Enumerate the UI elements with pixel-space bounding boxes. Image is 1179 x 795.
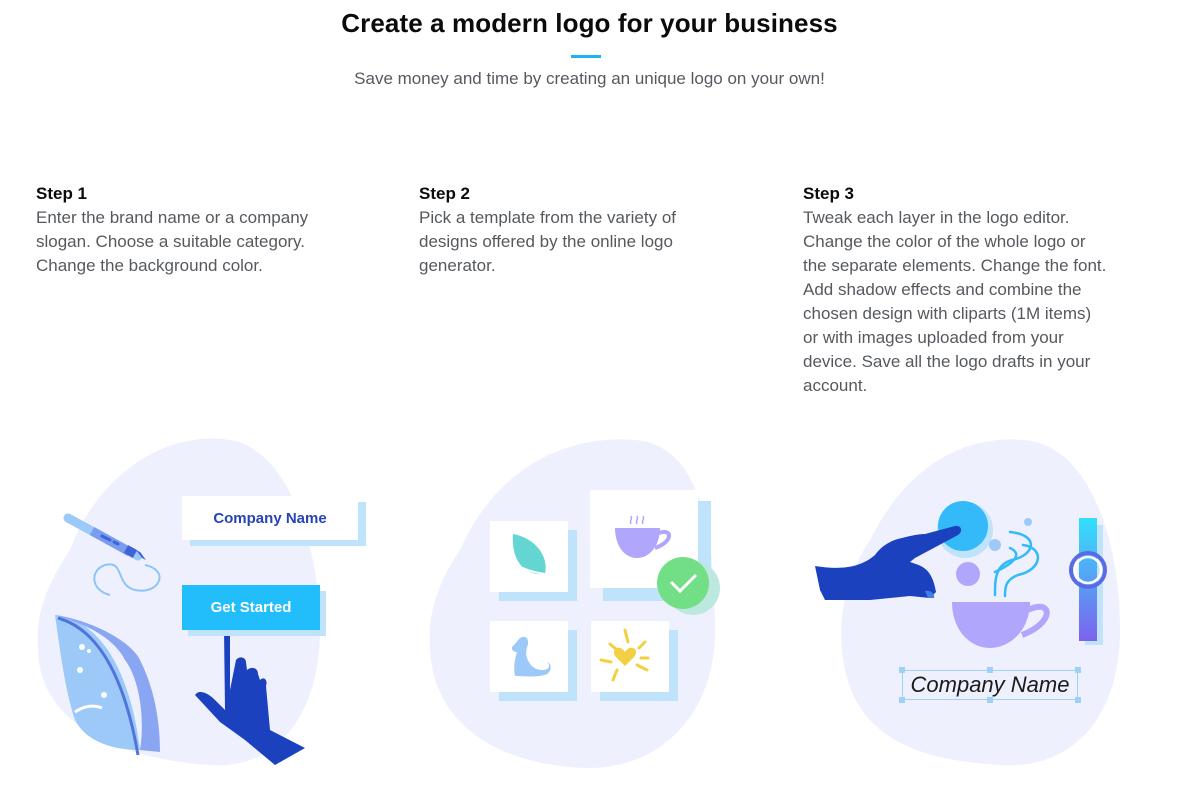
step-2-line: designs offered by the online logo	[419, 232, 673, 251]
slider-thumb	[1069, 551, 1107, 589]
step-3-line: device. Save all the logo drafts in your	[803, 352, 1091, 371]
step-3-line: or with images uploaded from your	[803, 328, 1064, 347]
check-badge-icon	[657, 557, 709, 609]
step-2-artwork	[429, 439, 720, 769]
step-1-heading: Step 1	[36, 184, 88, 203]
resize-handle	[899, 667, 905, 673]
step-3-artwork	[815, 439, 1120, 766]
step-2-heading: Step 2	[419, 184, 471, 203]
pointing-hand-icon	[195, 620, 305, 765]
resize-handle	[1075, 667, 1081, 673]
template-tile-leaf	[490, 521, 568, 592]
step-2: Step 2 Pick a template from the variety …	[419, 182, 759, 278]
editable-company-name: Company Name	[902, 670, 1078, 700]
step-3-heading: Step 3	[803, 184, 855, 203]
step-3-line: Tweak each layer in the logo editor.	[803, 208, 1070, 227]
step-1-line: slogan. Choose a suitable category.	[36, 232, 306, 251]
slider-track	[1079, 518, 1097, 641]
step-2-line: generator.	[419, 256, 496, 275]
feather-leaf-icon	[55, 615, 160, 756]
template-tile-sun-heart	[591, 621, 669, 692]
leaf-icon	[512, 534, 546, 575]
page-title: Create a modern logo for your business	[341, 8, 838, 38]
step-3-illustration: Company Name	[800, 430, 1160, 780]
step-3: Step 3 Tweak each layer in the logo edit…	[803, 182, 1143, 398]
company-name-card: Company Name	[182, 496, 358, 540]
resize-handle	[899, 697, 905, 703]
step-3-line: Add shadow effects and combine the	[803, 280, 1082, 299]
step-3-line: the separate elements. Change the font.	[803, 256, 1107, 275]
title-accent-divider	[571, 55, 601, 58]
pen-squiggle	[93, 563, 161, 596]
step-1-illustration: Company Name Get Started	[30, 430, 390, 780]
coffee-cup-icon	[615, 528, 660, 558]
steam-lines	[993, 530, 1040, 598]
template-tile-dog	[490, 621, 568, 692]
step-3-description: Tweak each layer in the logo editor. Cha…	[803, 206, 1143, 398]
step-3-line: chosen design with cliparts (1M items)	[803, 304, 1092, 323]
page-subtitle: Save money and time by creating an uniqu…	[354, 69, 825, 88]
color-picker-circle	[938, 501, 988, 551]
step-1-line: Enter the brand name or a company	[36, 208, 309, 227]
step-1-description: Enter the brand name or a company slogan…	[36, 206, 376, 278]
resize-handle	[1075, 697, 1081, 703]
step-3-line: account.	[803, 376, 868, 395]
coffee-cup-icon	[952, 602, 1030, 648]
get-started-button[interactable]: Get Started	[182, 585, 320, 630]
step-3-line: Change the color of the whole logo or	[803, 232, 1086, 251]
sun-heart-icon	[614, 647, 636, 666]
pointing-hand-icon	[815, 525, 962, 600]
step-2-description: Pick a template from the variety of desi…	[419, 206, 759, 278]
template-tile-coffee-selected	[590, 490, 698, 588]
pen-icon	[63, 513, 146, 561]
dog-icon	[511, 636, 551, 677]
step-2-line: Pick a template from the variety of	[419, 208, 676, 227]
resize-handle	[987, 697, 993, 703]
step-2-illustration	[415, 430, 775, 780]
step-1: Step 1 Enter the brand name or a company…	[36, 182, 376, 278]
step-1-line: Change the background color.	[36, 256, 263, 275]
resize-handle	[987, 667, 993, 673]
